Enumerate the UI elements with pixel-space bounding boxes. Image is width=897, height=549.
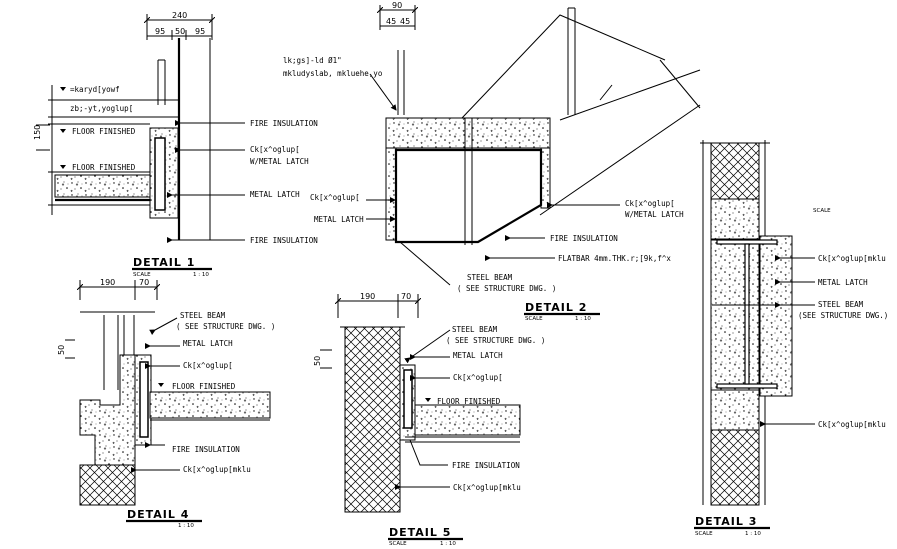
d3-title: DETAIL 3: [695, 515, 757, 528]
d4-title: DETAIL 4: [127, 508, 189, 521]
d4-latch: METAL LATCH: [183, 339, 233, 348]
d4-scale: 1 : 10: [178, 523, 194, 529]
d3-scale-top: SCALE: [813, 208, 831, 214]
d5-dim-a: 190: [360, 292, 375, 301]
d5-latch: METAL LATCH: [453, 351, 503, 360]
d1-title: DETAIL 1: [133, 256, 195, 269]
detail-2: 90 45 45 lk;gs]-ld Ø1" mkludyslab, mklue…: [283, 1, 701, 322]
d2-note1: lk;gs]-ld Ø1": [283, 56, 342, 65]
d3-l2: METAL LATCH: [818, 278, 868, 287]
d5-scale: 1 : 10: [440, 541, 456, 547]
d2-latch: METAL LATCH: [314, 215, 364, 224]
d1-scale: 1 : 10: [193, 272, 209, 278]
d1-cover1: Ck[x^oglup[: [250, 145, 300, 154]
d5-fire: FIRE INSULATION: [452, 461, 520, 470]
d2-flatbar: FLATBAR 4mm.THK.r;[9k,f^x: [558, 254, 671, 263]
d5-scale-label: SCALE: [389, 541, 407, 547]
d4-dim-a: 190: [100, 278, 115, 287]
d3-scale-label: SCALE: [695, 531, 713, 537]
d1-cover1b: W/METAL LATCH: [250, 157, 309, 166]
d2-dim-top: 90: [392, 1, 402, 10]
d1-floor1: FLOOR FINISHED: [72, 127, 136, 136]
d5-dim-b: 70: [401, 292, 411, 301]
d1-label-top1: =karyd[yowf: [70, 85, 120, 94]
d1-scale-label: SCALE: [133, 272, 151, 278]
d3-l1: Ck[x^oglup[mklu: [818, 254, 886, 263]
d1-fire2: FIRE INSULATION: [250, 236, 318, 245]
d4-beam2: ( SEE STRUCTURE DWG. ): [176, 322, 275, 331]
d3-scale: 1 : 10: [745, 531, 761, 537]
detail-5: 190 70 50 STEEL BEAM ( SEE STRUCTURE DWG…: [313, 292, 545, 547]
d5-dim-v: 50: [313, 356, 322, 366]
d2-scale: 1 : 10: [575, 316, 591, 322]
d2-cover-r: Ck[x^oglup[: [625, 199, 675, 208]
d1-label-top2: zb;-yt,yoglup[: [70, 104, 133, 113]
d2-cover-rb: W/METAL LATCH: [625, 210, 684, 219]
d5-cover: Ck[x^oglup[: [453, 373, 503, 382]
d1-floor2: FLOOR FINISHED: [72, 163, 136, 172]
d3-l5: Ck[x^oglup[mklu: [818, 420, 886, 429]
d2-scale-label: SCALE: [525, 316, 543, 322]
d2-dim-b: 45: [400, 17, 410, 26]
d5-cover2: Ck[x^oglup[mklu: [453, 483, 521, 492]
d5-title: DETAIL 5: [389, 526, 451, 539]
d5-floor: FLOOR FINISHED: [437, 397, 501, 406]
d1-dim-total: 240: [172, 11, 187, 20]
d4-floor: FLOOR FINISHED: [172, 382, 236, 391]
d3-l3: STEEL BEAM: [818, 300, 864, 309]
d1-dim-c: 95: [195, 27, 205, 36]
d4-dim-v: 50: [57, 345, 66, 355]
d1-fire1: FIRE INSULATION: [250, 119, 318, 128]
detail-4: 190 70 50 STEEL BEAM ( SEE STRUCTURE DWG…: [57, 278, 275, 529]
d4-beam1: STEEL BEAM: [180, 311, 226, 320]
d5-beam2: ( SEE STRUCTURE DWG. ): [446, 336, 545, 345]
d4-cover2: Ck[x^oglup[mklu: [183, 465, 251, 474]
d5-beam1: STEEL BEAM: [452, 325, 498, 334]
d1-dim-b: 50: [175, 27, 185, 36]
detail-1: 240 95 50 95 150 =karyd[yowf zb;-yt,yogl…: [33, 11, 318, 278]
d4-cover: Ck[x^oglup[: [183, 361, 233, 370]
d2-fire: FIRE INSULATION: [550, 234, 618, 243]
d2-note2: mkludyslab, mkluehe,yo: [283, 69, 383, 78]
d3-l4: (SEE STRUCTURE DWG.): [798, 311, 888, 320]
d2-beam2: ( SEE STRUCTURE DWG. ): [457, 284, 556, 293]
d2-dim-a: 45: [386, 17, 396, 26]
detail-3: SCALE Ck[x^oglup[mklu METAL LATCH STEEL …: [694, 140, 888, 537]
d1-dim-v: 150: [33, 125, 42, 140]
d1-latch: METAL LATCH: [250, 190, 300, 199]
d1-dim-a: 95: [155, 27, 165, 36]
d4-dim-b: 70: [139, 278, 149, 287]
d2-beam1: STEEL BEAM: [467, 273, 513, 282]
d4-fire: FIRE INSULATION: [172, 445, 240, 454]
d2-cover: Ck[x^oglup[: [310, 193, 360, 202]
d2-title: DETAIL 2: [525, 301, 587, 314]
